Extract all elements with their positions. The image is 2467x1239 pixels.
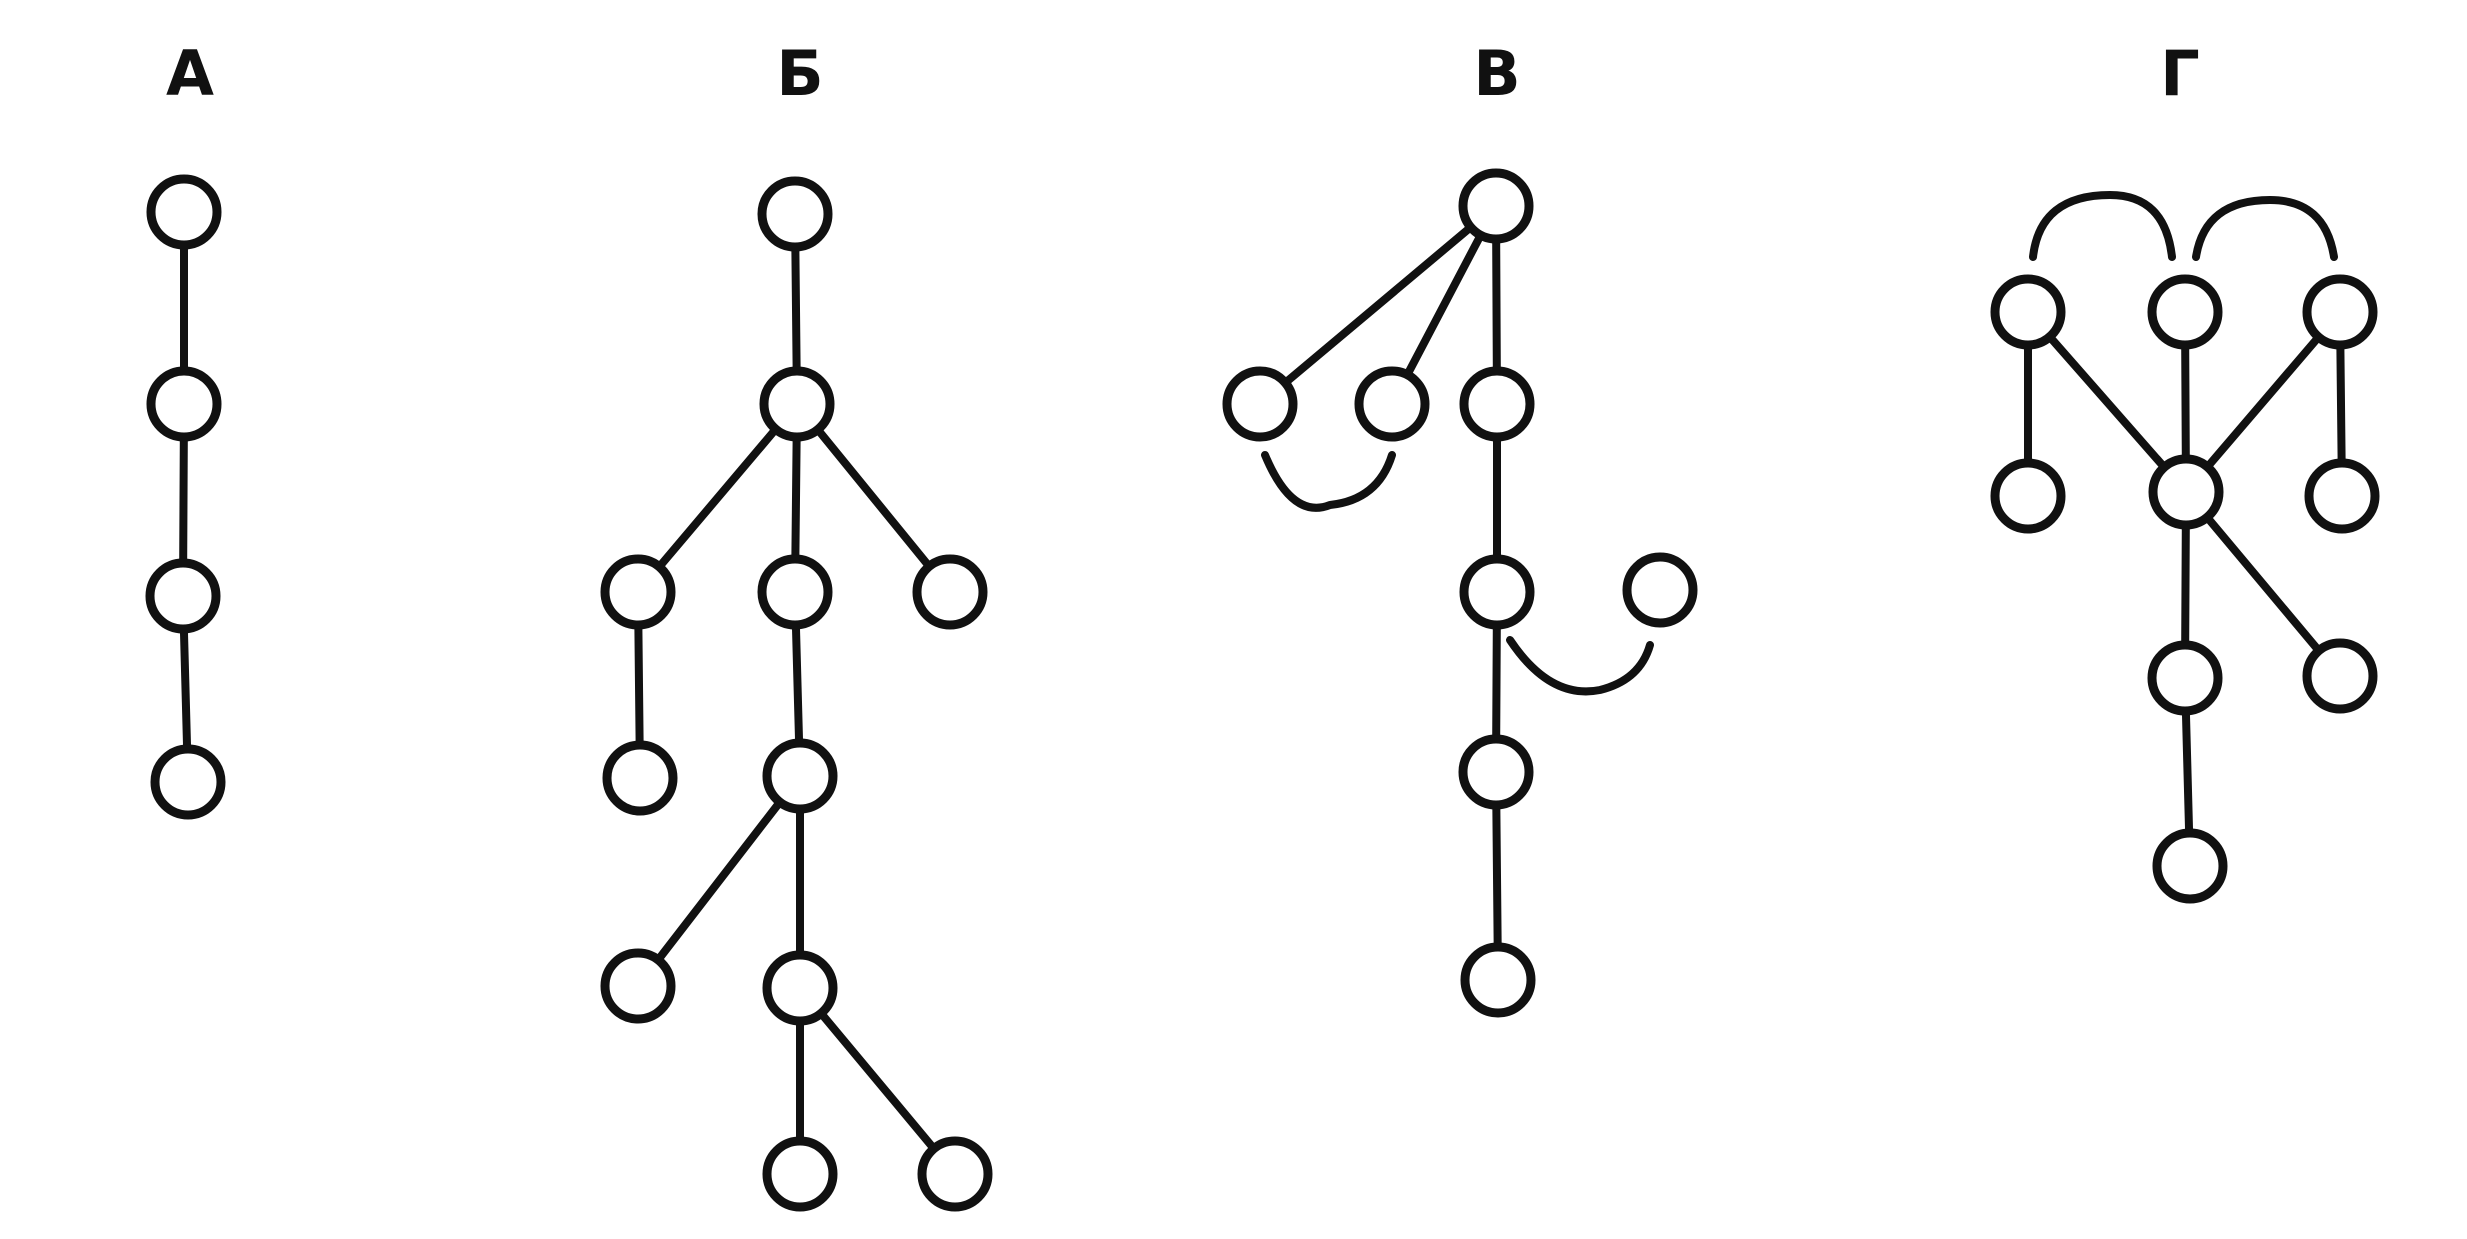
node-b-5 [602, 740, 678, 816]
node-v-3 [1459, 366, 1535, 442]
arc-v-1 [1506, 636, 1654, 696]
edge-a-2 [179, 624, 192, 754]
panel-label-a: А [166, 37, 214, 110]
edge-b-4 [634, 620, 644, 750]
edge-b-5 [791, 620, 804, 748]
edge-a-1 [179, 432, 188, 568]
node-b-1 [759, 366, 835, 442]
edge-g-6 [2203, 513, 2323, 655]
arc-g-0 [2029, 190, 2176, 261]
node-v-1 [1222, 366, 1298, 442]
node-g-5 [2304, 458, 2380, 534]
edge-g-2 [2181, 340, 2190, 464]
panel-label-b: Б [776, 37, 823, 110]
node-v-5 [1622, 552, 1698, 628]
panel-a: А [145, 37, 226, 820]
node-b-4 [912, 554, 988, 630]
node-g-6 [2147, 640, 2223, 716]
node-b-3 [757, 554, 833, 630]
panel-label-v: В [1473, 37, 1520, 110]
node-b-8 [762, 950, 838, 1026]
node-g-3 [1990, 458, 2066, 534]
node-a-2 [145, 558, 221, 634]
node-a-1 [146, 366, 222, 442]
edge-v-5 [1492, 800, 1502, 952]
node-b-9 [762, 1136, 838, 1212]
panel-g: Г [1990, 37, 2380, 904]
node-g-1 [2147, 274, 2223, 350]
panel-v: В [1222, 37, 1698, 1018]
panel-label-g: Г [2160, 37, 2200, 110]
node-v-4 [1459, 554, 1535, 630]
node-b-10 [917, 1136, 993, 1212]
panel-b: Б [600, 37, 993, 1212]
edge-b-1 [655, 425, 780, 571]
node-g-7 [2302, 638, 2378, 714]
node-v-0 [1458, 168, 1534, 244]
node-v-7 [1460, 942, 1536, 1018]
arc-g-1 [2192, 195, 2338, 261]
edge-g-3 [2203, 333, 2323, 471]
arc-v-0 [1261, 451, 1396, 512]
node-a-0 [146, 174, 222, 250]
node-v-2 [1354, 366, 1430, 442]
edge-b-3 [813, 425, 934, 571]
node-b-2 [600, 554, 676, 630]
node-b-7 [600, 948, 676, 1024]
edge-g-1 [2045, 332, 2169, 472]
edge-v-1 [1403, 231, 1485, 379]
edge-b-2 [791, 432, 801, 564]
node-b-6 [762, 738, 838, 814]
node-g-4 [2148, 454, 2224, 530]
edge-g-4 [2336, 340, 2346, 468]
edge-g-5 [2181, 520, 2190, 650]
edge-g-7 [2181, 706, 2194, 838]
node-b-0 [757, 176, 833, 252]
node-v-6 [1458, 734, 1534, 810]
edge-b-6 [654, 798, 784, 964]
edge-b-9 [817, 1009, 938, 1153]
node-g-8 [2152, 828, 2228, 904]
edge-v-4 [1492, 620, 1501, 744]
node-g-0 [1990, 274, 2066, 350]
edge-b-0 [791, 242, 801, 376]
edge-v-0 [1281, 223, 1475, 387]
node-g-2 [2302, 274, 2378, 350]
edge-v-2 [1492, 234, 1501, 376]
node-a-3 [150, 744, 226, 820]
